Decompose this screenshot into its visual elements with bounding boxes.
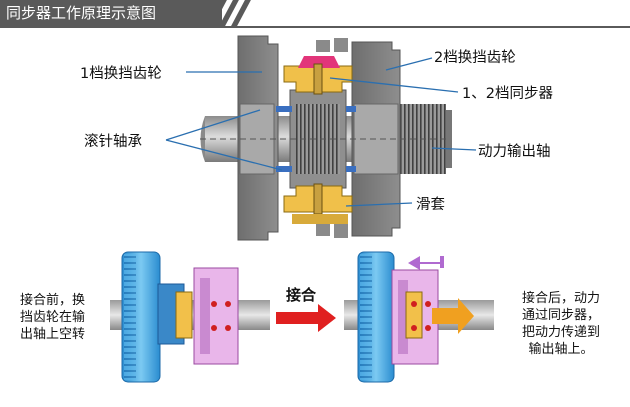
synchro-key-lower	[313, 183, 323, 215]
leader-synchro	[329, 77, 459, 93]
needle-bearing	[276, 106, 292, 112]
leader-bearing-2	[165, 139, 283, 171]
synchro-ring-lower	[292, 214, 348, 224]
label-sleeve: 滑套	[416, 197, 445, 213]
detent-ball	[425, 325, 431, 331]
slide-direction-arrow	[408, 256, 420, 270]
detent-ball	[411, 301, 417, 307]
diagram-title: 同步器工作原理示意图	[0, 0, 222, 26]
power-flow-arrow	[432, 298, 474, 334]
label-after-line: 接合后，动力	[522, 291, 601, 306]
title-underline	[0, 26, 630, 28]
blue-gear-teeth	[124, 254, 136, 380]
label-before-engage: 接合前，换 挡齿轮在输 出轴上空转	[20, 292, 85, 343]
slide-direction-bar	[410, 256, 444, 268]
sleeve-fork-upper	[298, 56, 340, 68]
sleeve-inner-after	[398, 280, 408, 354]
label-before-line: 挡齿轮在输	[20, 310, 86, 325]
sleeve-inner-before	[200, 278, 210, 354]
detent-ball	[225, 325, 231, 331]
output-shaft-end	[446, 110, 452, 168]
gear-tooth	[316, 224, 330, 236]
needle-bearing	[346, 166, 356, 172]
label-after-line: 把动力传递到	[522, 325, 601, 340]
leader-gear2	[385, 57, 433, 71]
detent-ball	[211, 325, 217, 331]
synchro-ring-after	[405, 291, 423, 339]
label-before-line: 出轴上空转	[20, 327, 86, 342]
label-after-line: 输出轴上。	[528, 342, 594, 357]
leader-output-shaft	[431, 147, 477, 151]
detent-ball	[425, 301, 431, 307]
label-before-line: 接合前，换	[20, 293, 86, 308]
label-after-line: 通过同步器，	[522, 308, 601, 323]
engage-arrow	[276, 304, 336, 332]
gear-tooth	[316, 40, 330, 52]
label-second-gear: 2档换挡齿轮	[434, 50, 516, 66]
needle-bearing	[346, 106, 356, 112]
leader-bearing-1	[165, 109, 261, 141]
label-first-gear: 1档换挡齿轮	[80, 66, 162, 82]
label-synchronizer: 1、2档同步器	[462, 86, 553, 102]
gear-tooth	[334, 38, 348, 52]
synchro-ring-before	[175, 291, 193, 339]
detent-ball	[411, 325, 417, 331]
label-engage: 接合	[286, 286, 317, 304]
needle-bearing	[276, 166, 292, 172]
synchro-key-upper	[313, 63, 323, 95]
detent-ball	[225, 301, 231, 307]
leader-sleeve	[345, 202, 413, 207]
gear-tooth	[334, 224, 348, 238]
detent-ball	[211, 301, 217, 307]
blue-gear-teeth	[360, 254, 372, 380]
label-after-engage: 接合后，动力 通过同步器， 把动力传递到 输出轴上。	[522, 290, 600, 358]
label-output-shaft: 动力输出轴	[478, 144, 551, 160]
label-needle-bearing: 滚针轴承	[84, 134, 142, 150]
